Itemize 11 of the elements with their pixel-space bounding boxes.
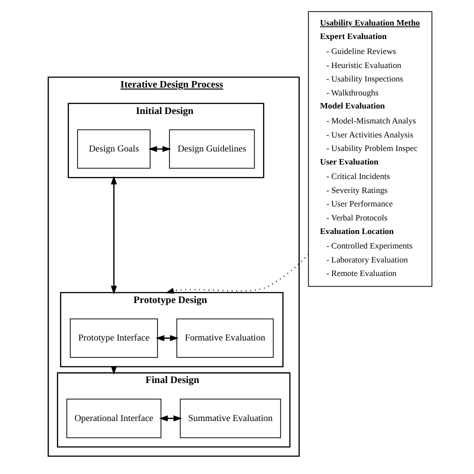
node-box: Design Guidelines (169, 129, 255, 169)
node-box: Prototype Interface (70, 318, 158, 358)
arrow (165, 254, 309, 294)
arrow (148, 146, 172, 152)
node-box: Summative Evaluation (180, 398, 281, 438)
node-box: Design Goals (77, 129, 151, 169)
arrow (110, 176, 117, 294)
node-box: Usability Evaluation Metho Expert Evaluation - Guideline Reviews - Heuristic Evaluation - Usability Inspections - Walkthroughs Model Evaluation - Model-Mismatch Analys - User Activities Analysis - Usability Problem Inspec User Evaluation - Critical Incidents - Severity Ratings - User Performance - Verbal Protocols Evaluation Location - Controlled Experiments - Laboratory Evaluation - Remote Evaluation (308, 11, 432, 287)
node-box: Formative Evaluation (176, 318, 274, 358)
node-box: Operational Interface (66, 398, 162, 438)
arrow (156, 335, 179, 342)
